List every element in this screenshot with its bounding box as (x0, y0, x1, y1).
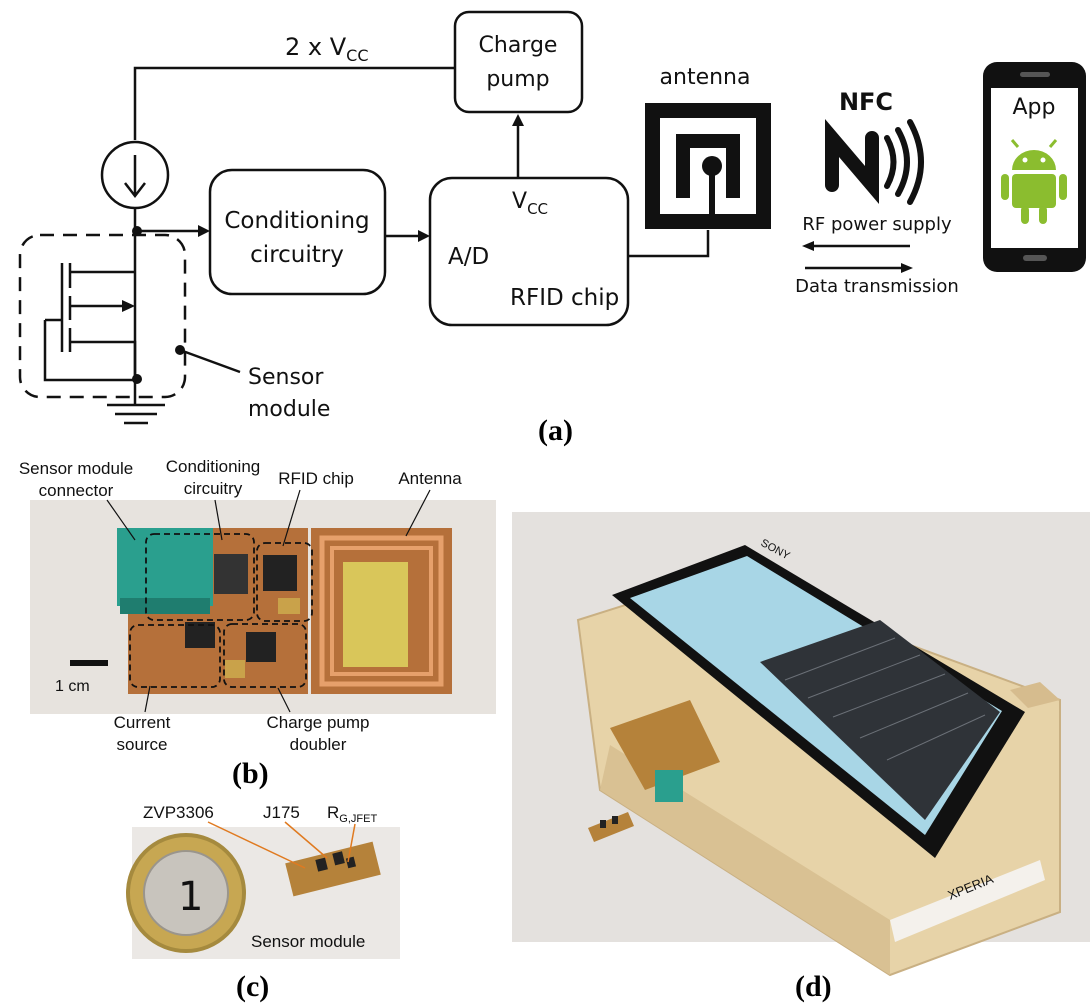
ad-label: A/D (448, 244, 489, 270)
sensor-module-label-2: module (248, 397, 330, 422)
charge-pump-label-1: Charge (479, 33, 558, 58)
android-icon (1001, 139, 1067, 224)
conditioning-box (208, 168, 387, 296)
inserted-pcb (610, 700, 720, 790)
panel-c: 1 ZVP3306 J175 RG,JFET Sensor module (c) (126, 803, 400, 1003)
sensor-connector-label-2: connector (39, 481, 114, 500)
antenna-label: antenna (660, 65, 751, 90)
inserted-connector (655, 770, 683, 802)
conditioning-label-1: Conditioning (224, 208, 369, 234)
sensor-leader-lines (207, 821, 356, 869)
connector-block (117, 528, 213, 606)
sensor-module-label-1: Sensor (248, 365, 324, 390)
panel-b: 1 cm Sensor module connector Conditionin… (19, 457, 496, 790)
nfc-icon (825, 118, 924, 205)
panel-d: SONY XPERIA (d) (512, 512, 1090, 1003)
caption-c: (c) (236, 970, 269, 1003)
caption-d: (d) (795, 970, 832, 1003)
current-arrow-icon (124, 155, 146, 199)
sensor-module-pcb (285, 841, 381, 897)
charge-pump-b-label-1: Charge pump (266, 713, 369, 732)
rf-power-label: RF power supply (802, 214, 952, 235)
sensor-module-outline (18, 233, 187, 399)
ground-icon (107, 403, 165, 425)
conditioning-b-label-1: Conditioning (166, 457, 261, 476)
vcc2-wire (133, 66, 455, 140)
rg-jfet-label: RG,JFET (327, 803, 377, 825)
leader-lines (106, 489, 431, 713)
current-source-label-2: source (116, 735, 167, 754)
keyboard-rows (784, 637, 986, 761)
current-source-label-1: Current (114, 713, 171, 732)
scale-label: 1 cm (55, 678, 90, 695)
j175-label: J175 (263, 803, 300, 822)
app-label: App (1013, 95, 1056, 120)
phone-keyboard (760, 620, 1000, 820)
panel-a: 2 x VCC Charge pump Conditioning circuit… (18, 10, 1086, 447)
vcc-label: VCC (512, 189, 548, 218)
vcc2-label: 2 x VCC (285, 33, 369, 65)
loose-sensor-module (588, 812, 634, 842)
sensor-module-c-label: Sensor module (251, 932, 365, 951)
rfid-chip-label: RFID chip (510, 285, 619, 311)
data-transmission-label: Data transmission (795, 276, 959, 297)
charge-pump-label-2: pump (486, 67, 549, 92)
conditioning-label-2: circuitry (250, 242, 344, 268)
rfid-chip-box (428, 176, 630, 327)
scale-bar (70, 660, 108, 666)
charge-pump-box (453, 10, 584, 114)
antenna-pad (343, 562, 408, 667)
sensor-connector-label-1: Sensor module (19, 459, 133, 478)
antenna-icon (645, 103, 771, 229)
transistor-symbol (43, 263, 137, 405)
caption-a: (a) (538, 414, 573, 447)
region-outlines (129, 533, 313, 688)
phone-app-icon: App (983, 62, 1086, 272)
svg-text:1: 1 (178, 874, 203, 920)
charge-pump-b-label-2: doubler (290, 735, 347, 754)
conditioning-b-label-2: circuitry (184, 479, 243, 498)
zvp3306-label: ZVP3306 (143, 803, 214, 822)
rfid-chip-b-label: RFID chip (278, 469, 354, 488)
nfc-label: NFC (839, 88, 893, 116)
caption-b: (b) (232, 757, 269, 790)
antenna-b-label: Antenna (398, 469, 462, 488)
